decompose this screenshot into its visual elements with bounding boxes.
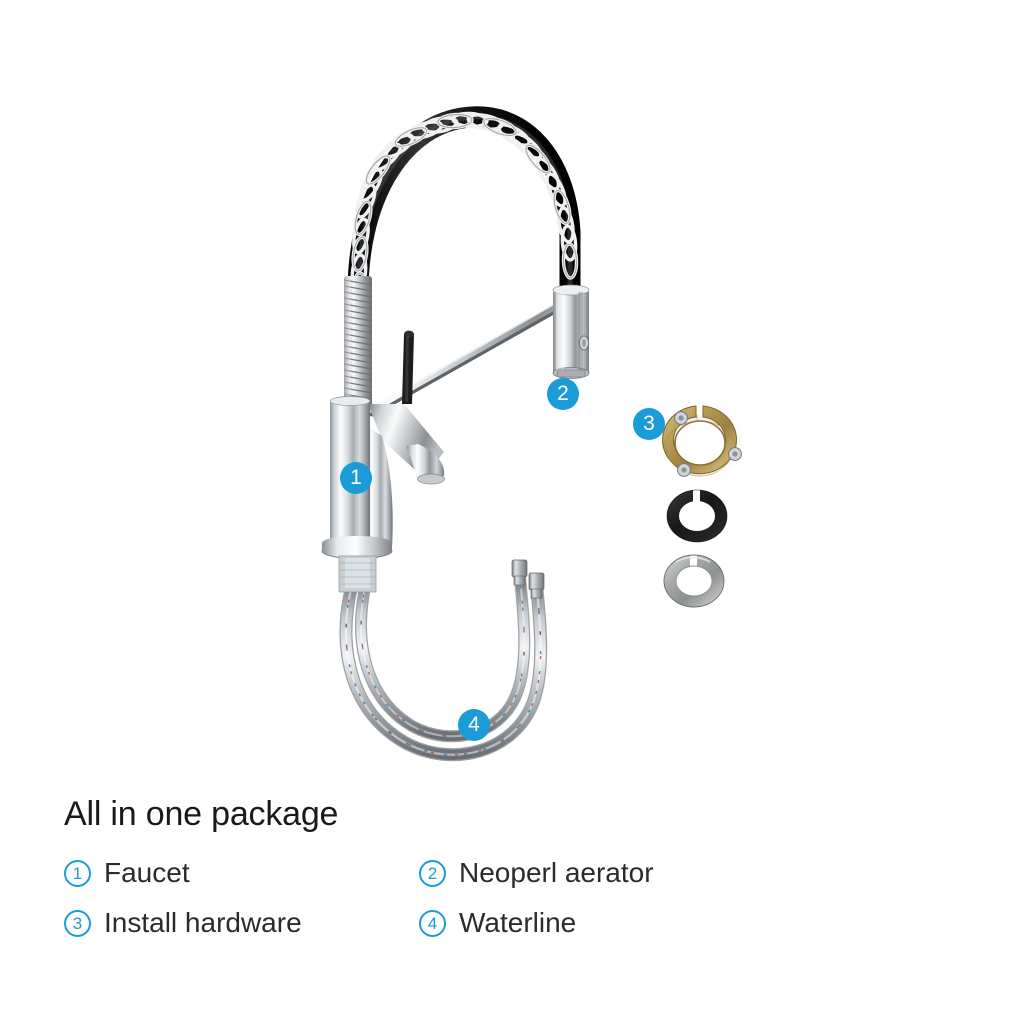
waterline-connector-a [511, 559, 528, 586]
caption-block: All in one package 1 Faucet 2 Neoperl ae… [64, 793, 964, 939]
waterline-hose [339, 559, 548, 762]
callout-badge-2[interactable]: 2 [547, 378, 579, 410]
bracket-screw [677, 463, 691, 477]
legend-label-4: Waterline [459, 907, 577, 938]
legend-item-waterline: 4 Waterline [419, 907, 964, 939]
coil-spring-hose [347, 106, 581, 311]
install-hardware-stack [661, 405, 745, 608]
faucet-base-flange [321, 536, 393, 559]
spout-arm [367, 301, 565, 417]
legend-item-install-hardware: 3 Install hardware [64, 907, 419, 939]
legend-item-neoperl-aerator: 2 Neoperl aerator [419, 857, 964, 889]
faucet-body [321, 396, 445, 593]
page-title: All in one package [64, 795, 339, 833]
legend-marker-3: 3 [64, 909, 91, 937]
legend-marker-1: 1 [64, 859, 91, 887]
legend-label-1: Faucet [104, 857, 190, 888]
legend-grid: 1 Faucet 2 Neoperl aerator 3 Install har… [64, 857, 964, 939]
legend-marker-2: 2 [419, 859, 446, 887]
lever-handle [402, 330, 414, 404]
brass-mounting-bracket [661, 405, 745, 480]
waterline-connector-b [528, 572, 545, 599]
legend-label-2: Neoperl aerator [459, 857, 654, 888]
callout-badge-1[interactable]: 1 [340, 462, 372, 494]
callout-badge-3[interactable]: 3 [633, 408, 665, 440]
legend-item-faucet: 1 Faucet [64, 857, 419, 889]
spray-mode-button[interactable] [578, 335, 590, 351]
tight-spring-column [343, 276, 373, 408]
neoperl-aerator-sprayer-head [552, 284, 590, 379]
bracket-screw [674, 411, 688, 425]
legend-label-3: Install hardware [104, 907, 302, 938]
rubber-gasket [666, 488, 728, 543]
bracket-screw [728, 447, 742, 461]
product-illustration: 1 2 3 4 [321, 106, 745, 762]
metal-washer [663, 553, 725, 608]
product-illustration-svg [321, 106, 745, 762]
legend-marker-4: 4 [419, 909, 446, 937]
callout-badge-4[interactable]: 4 [458, 709, 490, 741]
